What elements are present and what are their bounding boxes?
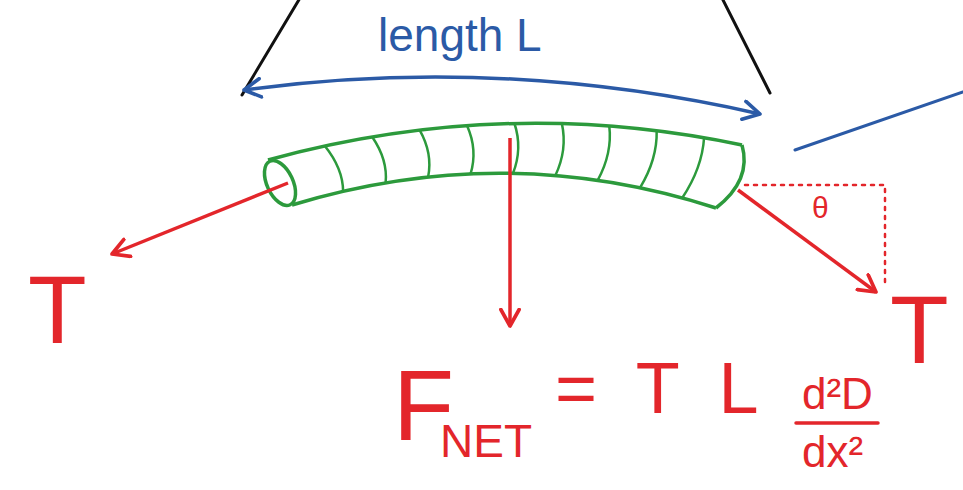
formula-text: = T L bbox=[555, 352, 758, 424]
string-line bbox=[242, 0, 300, 95]
segment-stripe bbox=[640, 131, 657, 188]
segment-stripe bbox=[598, 126, 610, 180]
segment-stripe bbox=[682, 138, 704, 198]
string-segment bbox=[258, 123, 744, 210]
segment-edge bbox=[268, 123, 742, 160]
net-force-arrow bbox=[508, 138, 512, 326]
segment-stripe bbox=[372, 137, 386, 183]
angle-guide bbox=[745, 185, 885, 282]
segment-stripe bbox=[467, 126, 473, 174]
tension-arrow bbox=[112, 183, 288, 254]
force-subscript: NET bbox=[440, 418, 532, 464]
tension-label: T bbox=[28, 262, 87, 358]
tension-arrow bbox=[738, 190, 876, 292]
segment-stripe bbox=[325, 146, 343, 191]
segment-end bbox=[258, 156, 302, 210]
segment-stripe bbox=[513, 123, 518, 173]
pointer-line bbox=[795, 92, 963, 150]
string-line bbox=[722, 0, 770, 93]
length-arrow bbox=[244, 77, 760, 114]
segment-stripe bbox=[555, 124, 563, 176]
segment-stripe bbox=[420, 130, 430, 177]
fraction-denominator: dx² bbox=[802, 430, 863, 474]
fraction-numerator: d²D bbox=[802, 372, 873, 416]
length-label: length L bbox=[378, 12, 542, 58]
angle-label: θ bbox=[812, 193, 829, 223]
fraction-bar bbox=[796, 421, 878, 425]
segment-edge bbox=[292, 173, 716, 208]
tension-label: T bbox=[890, 282, 949, 378]
segment-end bbox=[716, 145, 744, 208]
